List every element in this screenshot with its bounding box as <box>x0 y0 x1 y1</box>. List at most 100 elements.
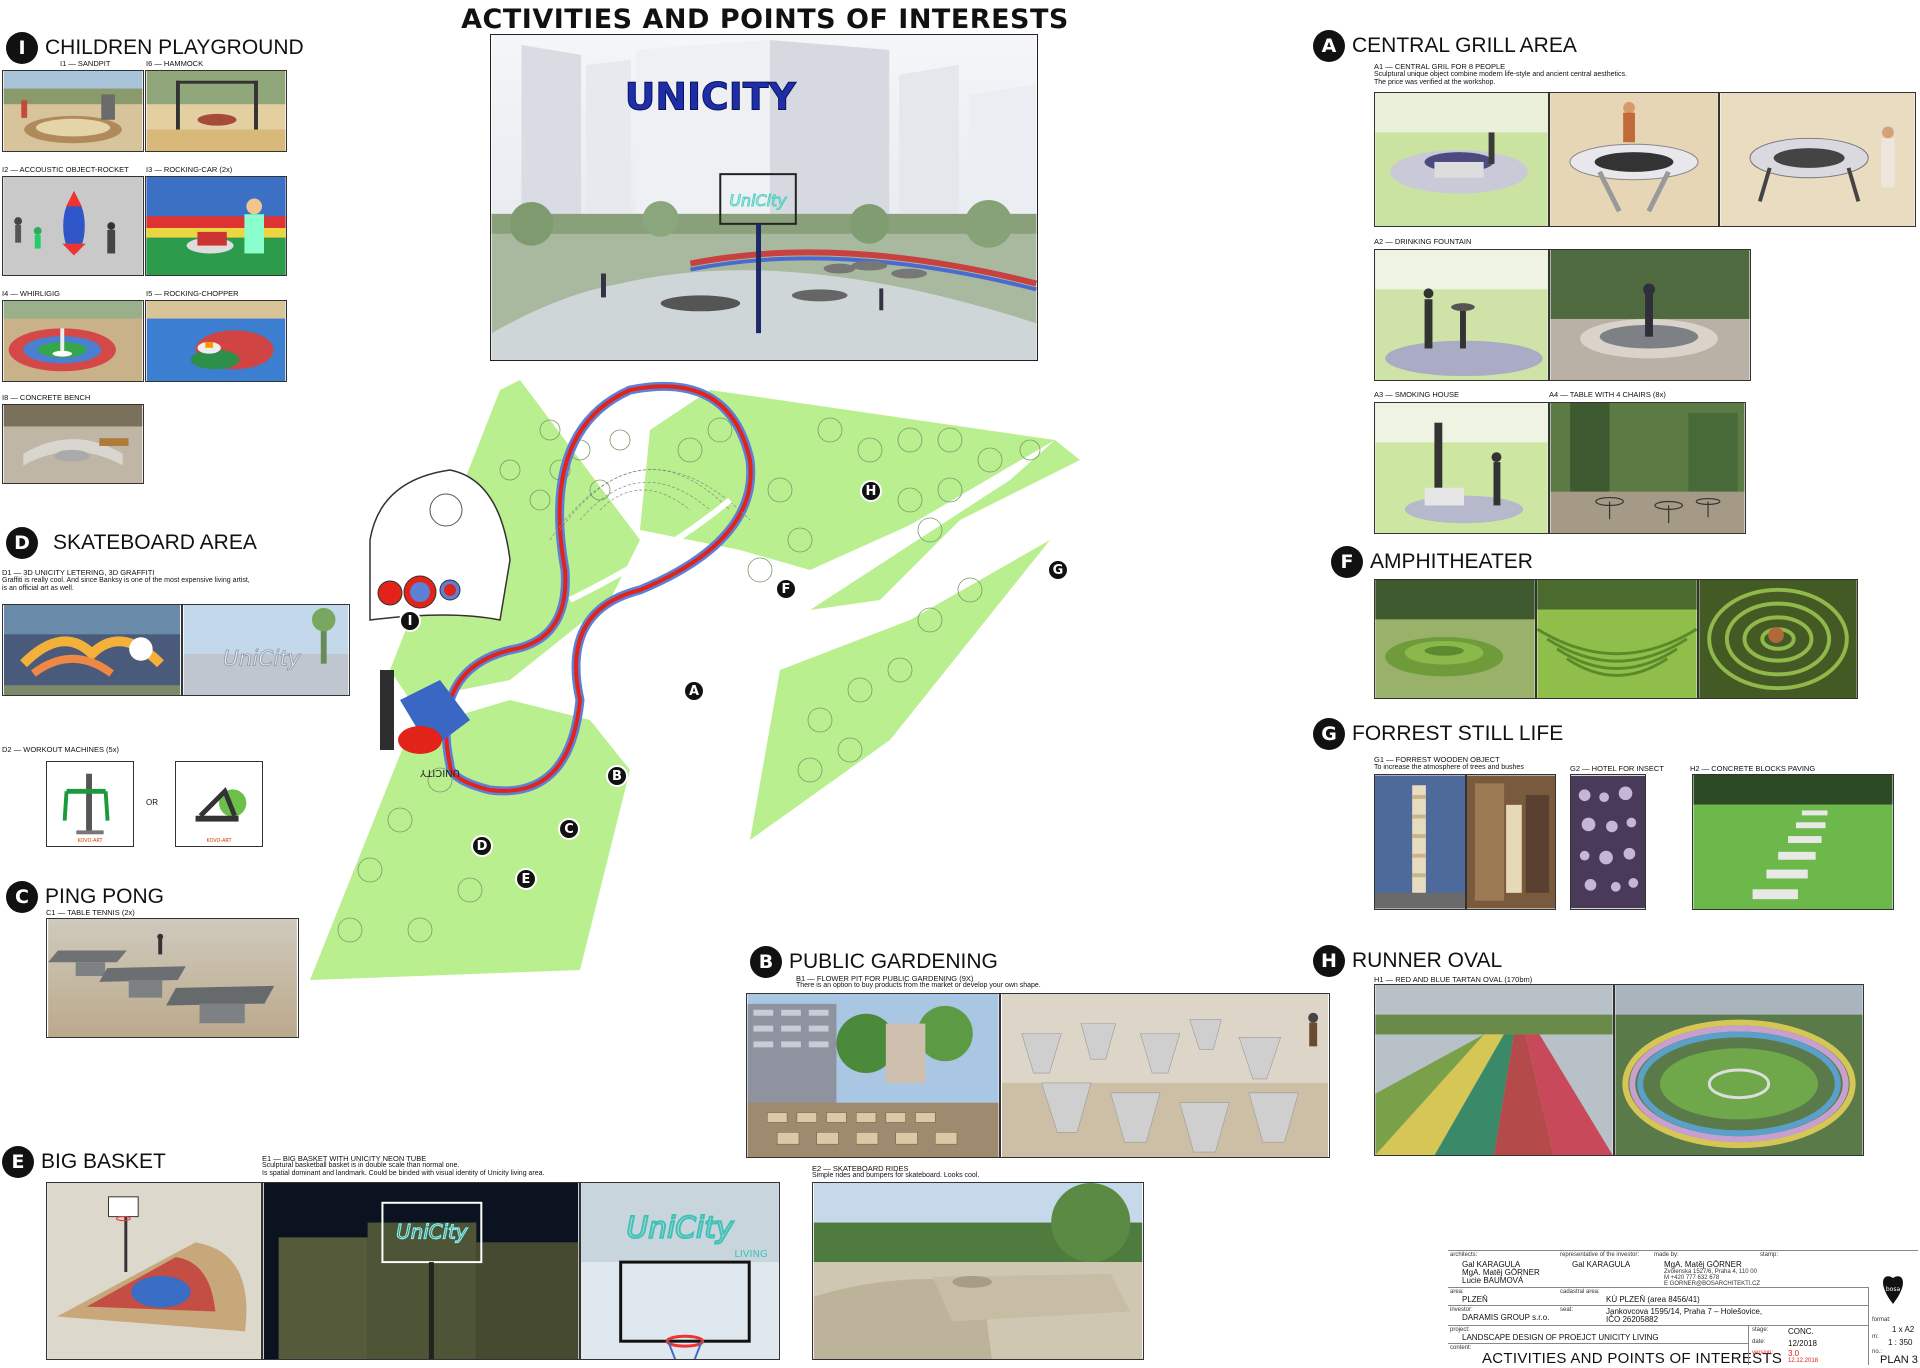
plan-marker-d[interactable]: D <box>471 835 493 857</box>
desc-a1-line2: The price was verified at the workshop. <box>1374 79 1496 86</box>
plan-marker-i[interactable]: I <box>399 610 421 632</box>
plan-marker-b[interactable]: B <box>606 765 628 787</box>
tb-date: 12/2018 <box>1788 1339 1817 1348</box>
caption-d2: D2 — WORKOUT MACHINES (5x) <box>2 745 119 754</box>
section-header-b: B PUBLIC GARDENING <box>750 946 998 978</box>
photo-rocking-car <box>145 176 287 276</box>
section-title: PUBLIC GARDENING <box>789 950 998 973</box>
tb-address-3: E GORNER@BOSARCHITEKTI.CZ <box>1664 1281 1761 1287</box>
photo-basket-court <box>46 1182 262 1360</box>
caption-i2: I2 — ACCOUSTIC OBJECT-ROCKET <box>2 165 129 174</box>
photo-rocking-chopper <box>145 300 287 382</box>
tb-architects-label: architects: <box>1450 1252 1478 1258</box>
photo-tables-chairs <box>1549 402 1746 534</box>
caption-e1: E1 — BIG BASKET WITH UNICITY NEON TUBE <box>262 1154 427 1163</box>
photo-rocket <box>2 176 144 276</box>
section-title: CENTRAL GRILL AREA <box>1352 34 1577 57</box>
brand-text: KOVO-ART <box>207 838 232 844</box>
photo-table-tennis <box>46 918 299 1038</box>
desc-b1: There is an option to buy products from … <box>796 982 1041 989</box>
photo-amphi-2 <box>1536 579 1698 699</box>
tb-scale-label: m: <box>1872 1334 1879 1340</box>
section-header-g: G FORREST STILL LIFE <box>1313 718 1563 750</box>
tb-architect-2: MgA. Matěj GÖRNER <box>1462 1268 1540 1277</box>
caption-i8: I8 — CONCRETE BENCH <box>2 393 91 402</box>
section-badge: D <box>6 527 38 559</box>
photo-sandpit <box>2 70 144 152</box>
caption-h2: H2 — CONCRETE BLOCKS PAVING <box>1690 764 1816 773</box>
caption-b1: B1 — FLOWER PIT FOR PUBLIC GARDENING (9X… <box>796 974 974 983</box>
plan-marker-f[interactable]: F <box>775 578 797 600</box>
photo-track-oval <box>1614 984 1864 1156</box>
caption-i4: I4 — WHIRLIGIG <box>2 289 60 298</box>
section-badge: G <box>1313 718 1345 750</box>
desc-e1-line1: Sculptural basketball basket is in doubl… <box>262 1162 460 1169</box>
svg-text:UniCity: UniCity <box>223 647 301 672</box>
plan-marker-h[interactable]: H <box>860 480 882 502</box>
section-header-i: I CHILDREN PLAYGROUND <box>6 32 304 64</box>
photo-flower-pits <box>1000 993 1330 1158</box>
section-badge: I <box>6 32 38 64</box>
tb-made-label: made by: <box>1654 1252 1679 1258</box>
tb-no-label: no.: <box>1872 1349 1883 1355</box>
neon-text: UniCity <box>396 1220 468 1243</box>
section-header-e: E BIG BASKET <box>2 1146 166 1178</box>
section-title: FORREST STILL LIFE <box>1352 722 1564 745</box>
section-header-d: D SKATEBOARD AREA <box>6 527 257 559</box>
section-badge: E <box>2 1146 34 1178</box>
tb-seat-2: IČO 26205882 <box>1606 1315 1659 1324</box>
tb-investor-label: investor: <box>1450 1307 1473 1313</box>
tb-content-label: content: <box>1450 1345 1472 1351</box>
tb-no: PLAN 3 <box>1880 1354 1918 1366</box>
desc-d1-line2: is an official art as well. <box>2 585 74 592</box>
section-badge: B <box>750 946 782 978</box>
brand-text: KOVO-ART <box>78 838 103 844</box>
desc-g1: To increase the atmosphere of trees and … <box>1374 764 1524 771</box>
caption-g2: G2 — HOTEL FOR INSECT <box>1570 764 1664 773</box>
render-logo: UNICITY <box>625 75 797 119</box>
desc-e2: Simple rides and bumpers for skateboard.… <box>812 1172 980 1179</box>
neon-text: UniCity <box>627 1209 734 1244</box>
plan-marker-g[interactable]: G <box>1047 559 1069 581</box>
or-label: OR <box>146 798 158 807</box>
caption-i3: I3 — ROCKING-CAR (2x) <box>146 165 233 174</box>
page-title: ACTIVITIES AND POINTS OF INTERESTS <box>461 4 1069 35</box>
trees <box>337 417 1041 943</box>
caption-h1: H1 — RED AND BLUE TARTAN OVAL (170bm) <box>1374 975 1533 984</box>
caption-a2: A2 — DRINKING FOUNTAIN <box>1374 237 1472 246</box>
tb-cadastral: KÚ PLZEŇ (area 8456/41) <box>1606 1295 1700 1304</box>
tb-version-date: 12.12.2018 <box>1788 1358 1819 1364</box>
tb-cadastral-label: cadastral area: <box>1560 1289 1600 1295</box>
tb-date-label: date: <box>1752 1339 1766 1345</box>
amphitheater <box>549 469 751 541</box>
tb-seat-label: seat: <box>1560 1307 1574 1313</box>
tb-stage: CONC. <box>1788 1327 1814 1336</box>
plan-marker-a[interactable]: A <box>683 680 705 702</box>
caption-a3: A3 — SMOKING HOUSE <box>1374 390 1460 399</box>
tb-address-1: Zvolenská 1527/6, Praha 4, 110 00 <box>1664 1269 1757 1275</box>
desc-d1-line1: Graffiti is really cool. And since Banks… <box>2 577 250 584</box>
tb-address-2: M +420 777 632 678 <box>1664 1275 1720 1281</box>
desc-e1-line2: Is spatial dominant and landmark. Could … <box>262 1170 545 1177</box>
photo-insect-hotel <box>1570 774 1646 910</box>
photo-amphi-3 <box>1698 579 1858 699</box>
tb-project-label: project: <box>1450 1327 1470 1333</box>
section-badge: C <box>6 881 38 913</box>
photo-hammock <box>145 70 287 152</box>
plan-marker-c[interactable]: C <box>558 818 580 840</box>
plan-marker-e[interactable]: E <box>515 868 537 890</box>
tb-version-label: version: <box>1752 1350 1774 1356</box>
section-title: AMPHITHEATER <box>1370 550 1533 573</box>
parcel-east <box>810 440 1080 610</box>
site-plan: UNICITY <box>310 370 1110 990</box>
bosa-logo-text: bosa <box>1886 1286 1901 1293</box>
tb-made: MgA. Matěj GÖRNER <box>1664 1260 1742 1269</box>
caption-e2: E2 — SKATEBOARD RIDES <box>812 1164 909 1173</box>
caption-i6: I6 — HAMMOCK <box>146 59 204 68</box>
photo-fountain-1 <box>1374 249 1549 381</box>
photo-grill-3 <box>1719 92 1916 227</box>
section-header-h: H RUNNER OVAL <box>1313 945 1502 977</box>
tb-area: PLZEŇ <box>1462 1295 1488 1304</box>
photo-wooden-object-2 <box>1466 774 1556 910</box>
parcel-southeast <box>750 540 1050 840</box>
